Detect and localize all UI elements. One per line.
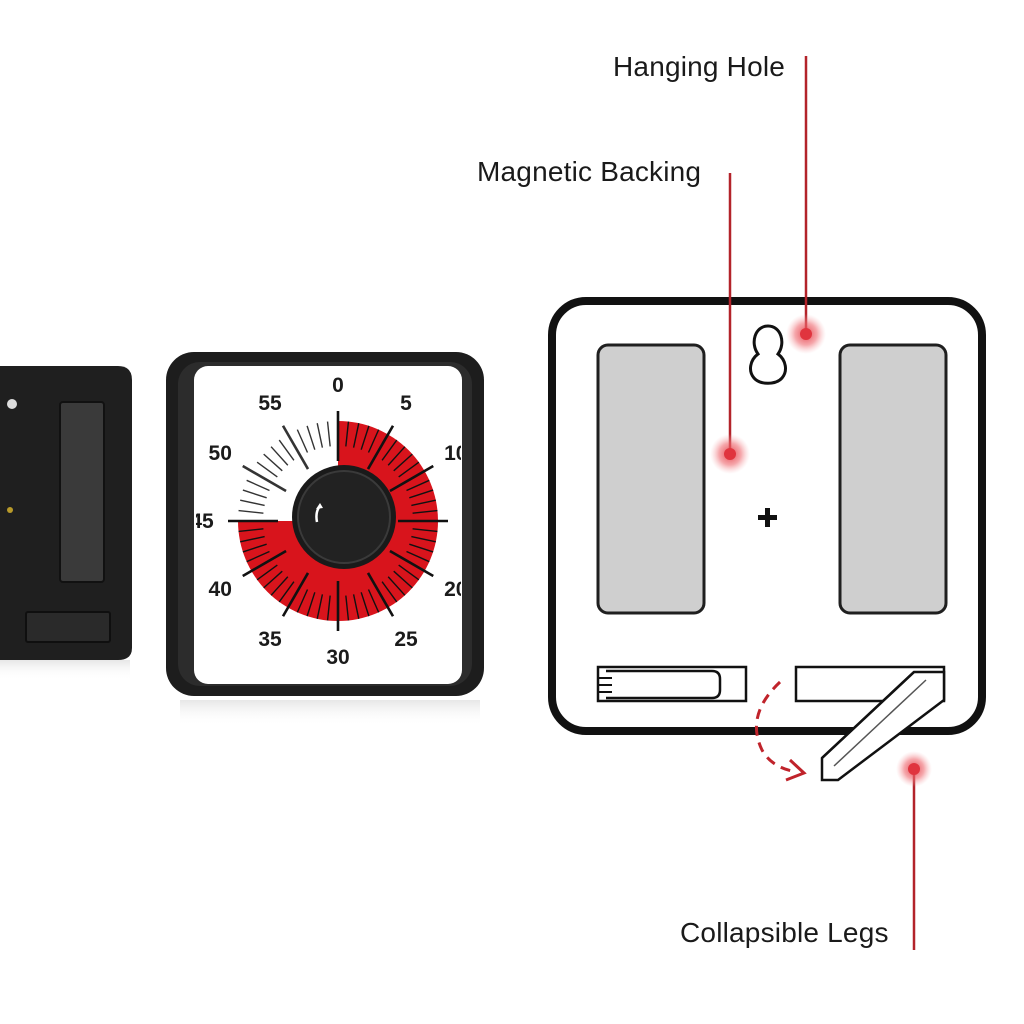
dial-tick <box>296 589 309 613</box>
dial-tick <box>256 461 278 478</box>
dial-number: 45 <box>190 510 214 533</box>
dial-tick <box>246 479 270 492</box>
dial-tick <box>381 581 398 603</box>
dial-tick <box>406 479 430 492</box>
dial-tick <box>242 543 267 553</box>
dial-tick <box>360 425 370 450</box>
dial-tick <box>326 595 331 621</box>
dial-tick <box>306 592 316 617</box>
center-plus-icon <box>758 508 777 527</box>
dial-number: 0 <box>332 374 344 397</box>
dial-tick <box>278 581 295 603</box>
dial-tick <box>352 423 360 448</box>
dial-tick <box>387 576 406 596</box>
dial-number: 35 <box>258 628 282 651</box>
dial-tick <box>242 549 287 578</box>
dial-number: 30 <box>326 646 349 669</box>
dial-number: 25 <box>394 628 418 651</box>
hanging-hole-label: Hanging Hole <box>613 51 786 82</box>
dial-number: 50 <box>209 442 232 465</box>
callout-hanging-hole <box>786 56 826 354</box>
dial-tick <box>387 446 406 466</box>
dial-number: 5 <box>400 392 412 415</box>
magnet-pad-right <box>838 343 948 615</box>
dial-tick <box>238 509 264 514</box>
dial-tick <box>240 499 265 507</box>
dial-tick <box>238 528 264 533</box>
dial-tick <box>316 423 324 448</box>
dial-tick <box>242 464 287 493</box>
dial-number: 10 <box>444 442 467 465</box>
dial-tick <box>263 453 283 472</box>
keyhole-hanging-icon <box>749 324 787 385</box>
magnet-pad-left <box>596 343 706 615</box>
dial-tick <box>367 429 380 453</box>
callout-magnetic-backing <box>710 173 750 474</box>
dial-tick <box>326 421 331 447</box>
dial-tick <box>306 425 316 450</box>
timer-front-view: 0510152025303540455055 <box>166 352 484 726</box>
dial-tick <box>398 564 420 581</box>
dial-tick <box>281 572 310 617</box>
timer-back-view <box>0 366 132 680</box>
dial-tick <box>411 499 436 507</box>
dial-tick <box>366 425 395 470</box>
dial-tick <box>316 594 324 619</box>
dial-tick <box>270 446 289 466</box>
callout-collapsible-legs <box>896 751 932 950</box>
back-magnet-strip <box>59 401 105 583</box>
dial-tick <box>411 535 436 543</box>
back-leg-slot <box>25 611 111 643</box>
dial-tick <box>256 564 278 581</box>
dial-tick <box>393 570 413 589</box>
dial-tick <box>409 543 434 553</box>
dial-tick <box>246 550 270 563</box>
fold-arrow-icon <box>754 680 807 782</box>
dial-tick <box>367 589 380 613</box>
dial-number: 55 <box>258 392 282 415</box>
dial-tick <box>345 421 350 447</box>
dial-tick <box>393 453 413 472</box>
dial-number: 40 <box>209 578 232 601</box>
dial-number: 20 <box>444 578 467 601</box>
dial-tick <box>281 425 310 470</box>
dial-tick <box>366 572 395 617</box>
dial-tick <box>240 535 265 543</box>
back-panel-diagram <box>548 297 986 782</box>
dial-tick <box>270 576 289 596</box>
collapsible-leg-icon <box>820 670 946 782</box>
dial-tick <box>389 549 434 578</box>
dial-tick <box>389 464 434 493</box>
dial-tick <box>360 592 370 617</box>
dial-tick <box>412 509 438 514</box>
dial-tick <box>352 594 360 619</box>
dial-tick <box>381 439 398 461</box>
dial-tick <box>398 461 420 478</box>
dial-tick <box>409 489 434 499</box>
magnetic-backing-label: Magnetic Backing <box>477 156 702 187</box>
dial-tick <box>345 595 350 621</box>
leg-slot-left <box>596 665 748 703</box>
dial-tick <box>263 570 283 589</box>
collapsible-legs-label: Collapsible Legs <box>680 917 889 948</box>
dial-tick <box>296 429 309 453</box>
dial-tick <box>278 439 295 461</box>
dial-tick <box>242 489 267 499</box>
dial-tick <box>406 550 430 563</box>
dial-tick <box>412 528 438 533</box>
